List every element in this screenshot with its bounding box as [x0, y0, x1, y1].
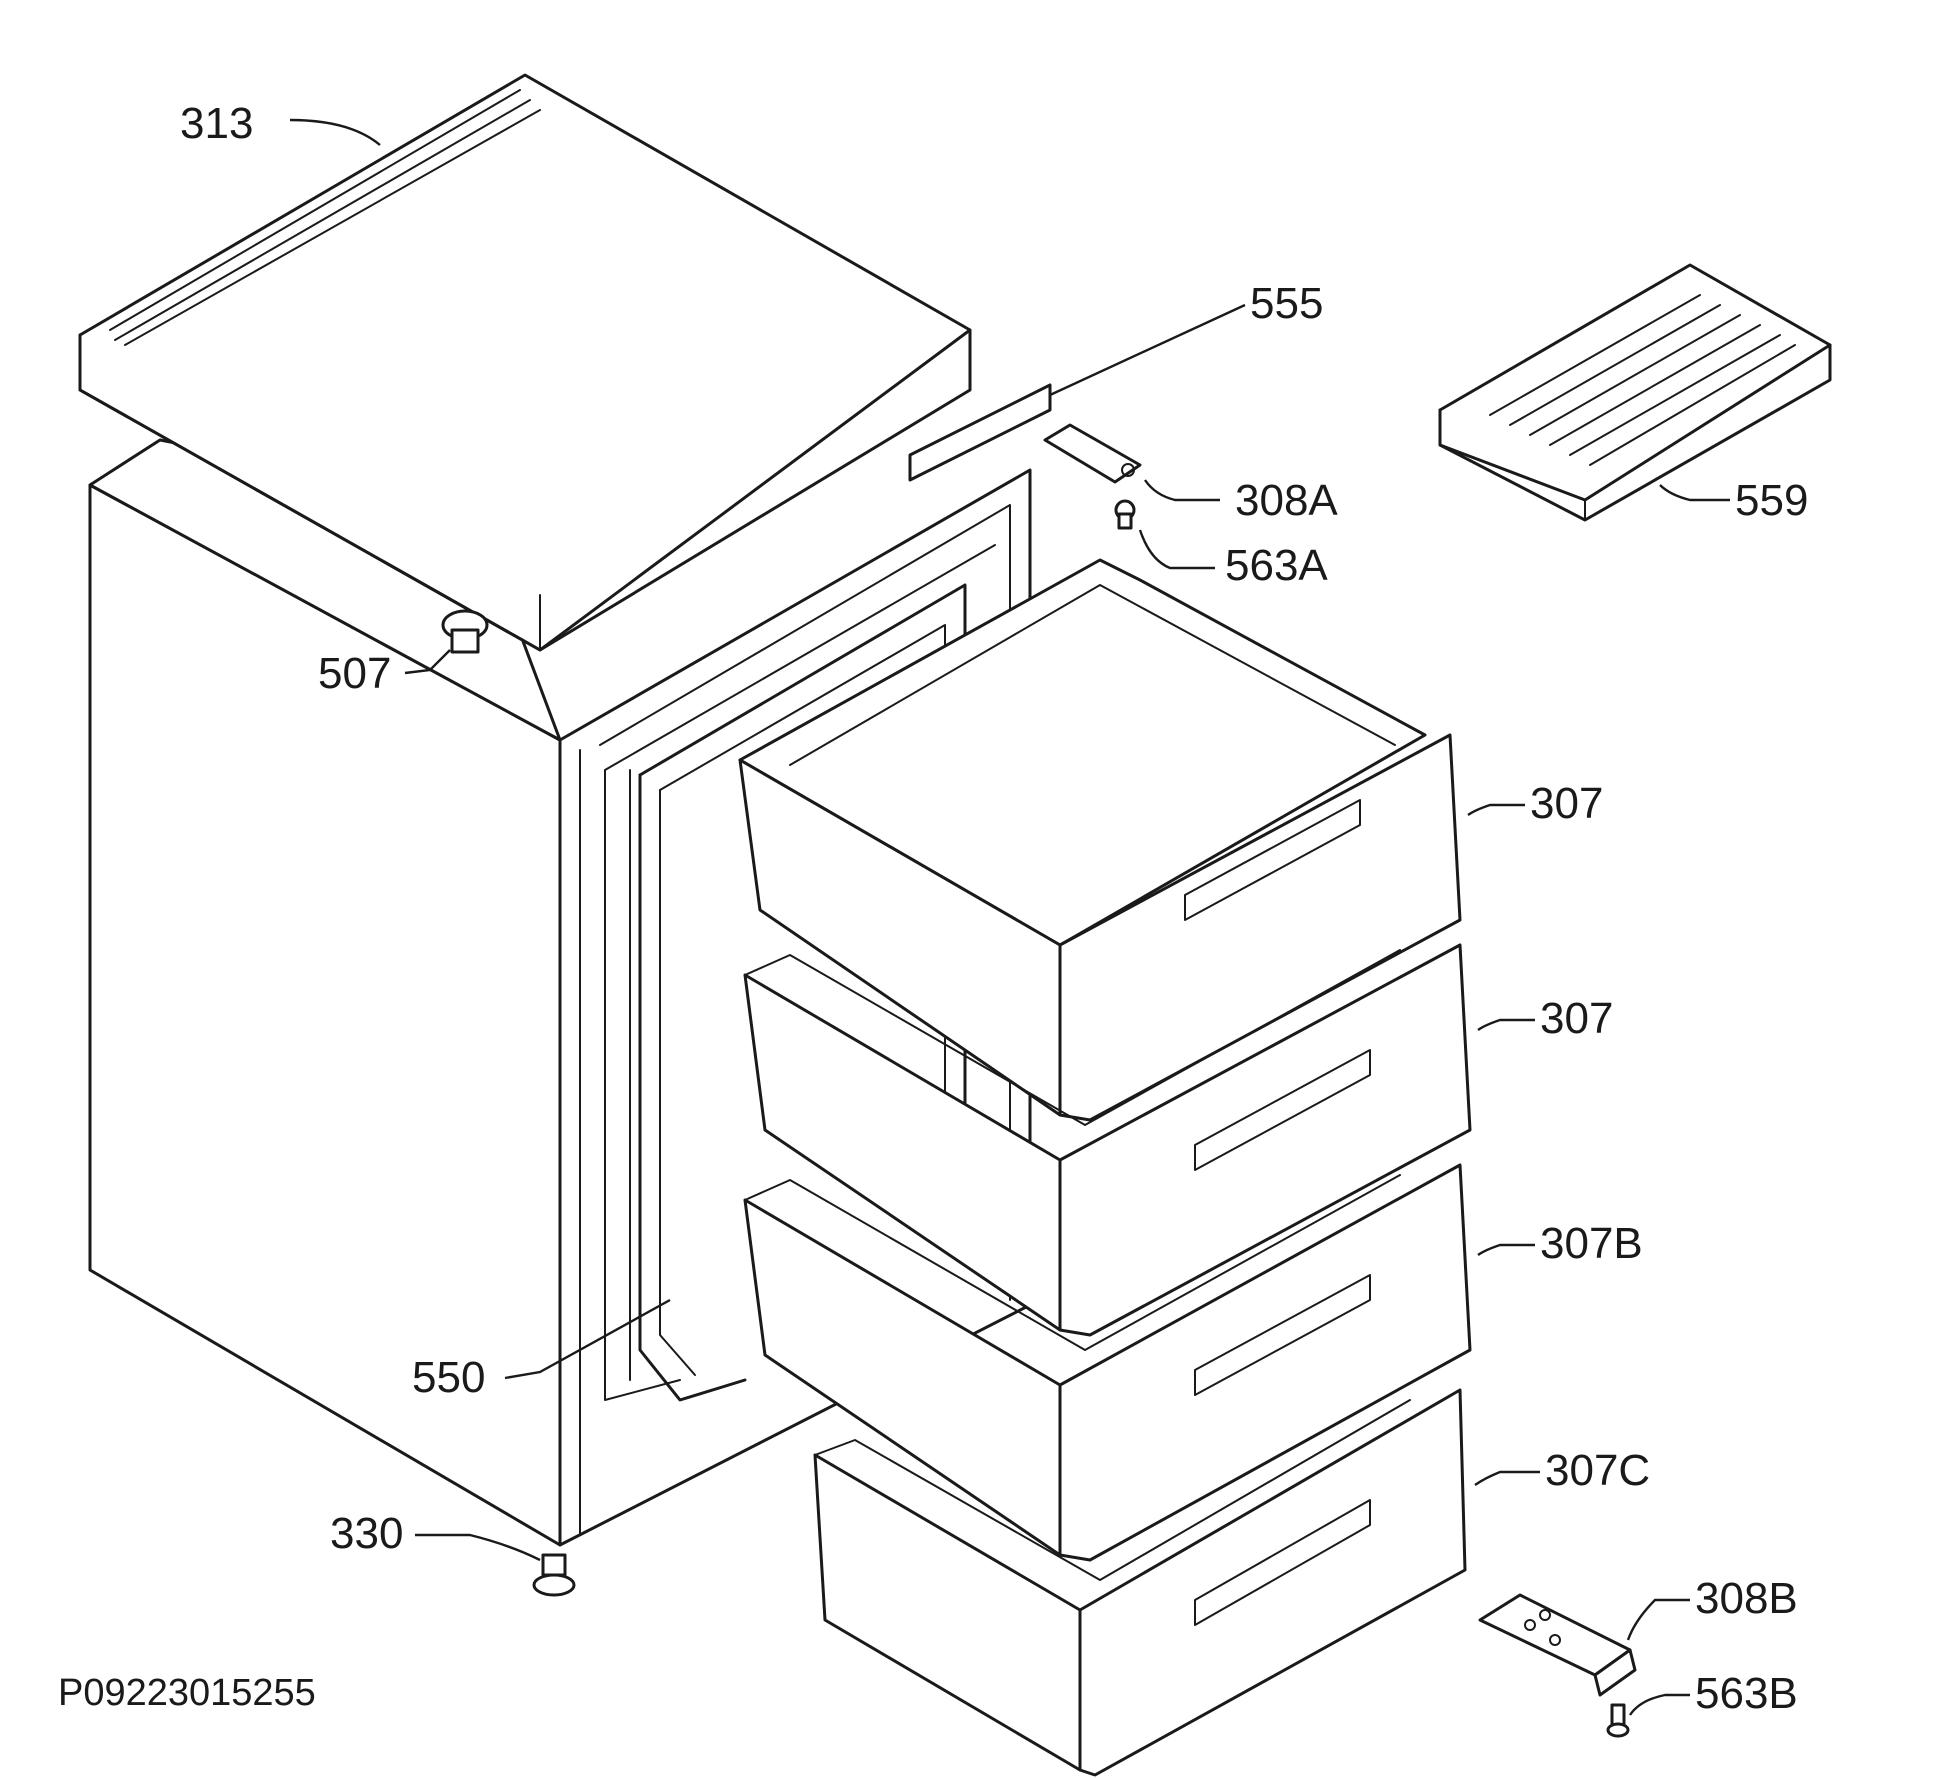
- label-563B: 563B: [1695, 1669, 1798, 1718]
- label-313: 313: [180, 99, 253, 148]
- plug-cap: [441, 609, 489, 654]
- adjustable-foot: [532, 1553, 576, 1597]
- decor-strip: [908, 383, 1052, 482]
- top-hinge-pin: [1114, 499, 1136, 530]
- part-labels: 313 555 559 308A 563A 507 307 307 307B 3…: [180, 99, 1808, 1718]
- label-307B: 307B: [1540, 1219, 1643, 1268]
- label-330: 330: [330, 1509, 403, 1558]
- drawer-307C: [813, 1388, 1467, 1777]
- drawer-307B: [743, 1163, 1472, 1562]
- drawer-307-top: [738, 558, 1462, 1122]
- diagram-code: P09223015255: [58, 1672, 316, 1714]
- top-hinge: [1043, 423, 1142, 484]
- bottom-hinge-pin: [1606, 1703, 1630, 1738]
- label-308B: 308B: [1695, 1574, 1798, 1623]
- label-308A: 308A: [1235, 476, 1338, 525]
- label-559: 559: [1735, 476, 1808, 525]
- label-507: 507: [318, 649, 391, 698]
- label-307-second: 307: [1540, 994, 1613, 1043]
- label-307-top: 307: [1530, 779, 1603, 828]
- label-550: 550: [412, 1353, 485, 1402]
- leader-lines: [289, 118, 1730, 1716]
- label-555: 555: [1250, 279, 1323, 328]
- label-307C: 307C: [1545, 1446, 1650, 1495]
- bottom-hinge: [1478, 1593, 1637, 1697]
- top-lid: [78, 73, 972, 652]
- ice-tray: [1438, 263, 1832, 522]
- drawer-307-second: [743, 943, 1472, 1337]
- label-563A: 563A: [1225, 541, 1328, 590]
